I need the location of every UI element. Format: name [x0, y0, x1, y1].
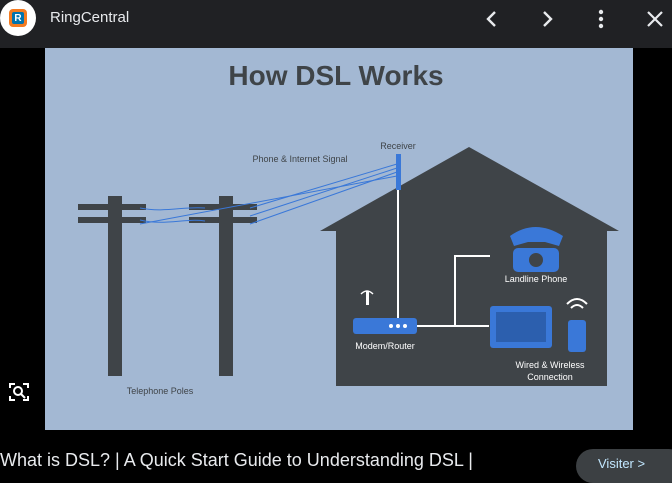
telephone-pole-left	[78, 196, 146, 376]
dsl-diagram: How DSL Works Telephone Poles Phone & In…	[78, 60, 619, 396]
diagram-title: How DSL Works	[228, 60, 443, 91]
phone-device	[568, 320, 586, 352]
close-icon	[647, 11, 663, 27]
label-wired-line2: Connection	[527, 372, 573, 382]
label-wired-line1: Wired & Wireless	[515, 360, 585, 370]
visit-button[interactable]: Visiter >	[576, 449, 672, 483]
receiver-antenna	[396, 154, 401, 190]
label-landline: Landline Phone	[505, 274, 568, 284]
more-vert-icon	[598, 9, 604, 29]
back-button[interactable]	[477, 6, 507, 32]
image-caption-link[interactable]: What is DSL? | A Quick Start Guide to Un…	[0, 450, 473, 470]
chevron-left-icon	[486, 11, 496, 27]
lens-search-icon	[9, 383, 29, 401]
signal-lines	[139, 163, 398, 225]
dsl-diagram-image[interactable]: How DSL Works Telephone Poles Phone & In…	[45, 48, 633, 430]
wifi-symbol	[566, 298, 588, 309]
source-title: RingCentral	[50, 9, 130, 26]
lens-search-button[interactable]	[7, 380, 31, 404]
close-button[interactable]	[640, 6, 670, 32]
landline-phone	[510, 227, 563, 272]
logo-letter: R	[12, 12, 24, 24]
top-bar: R RingCentral	[0, 0, 672, 48]
label-telephone-poles: Telephone Poles	[127, 386, 194, 396]
label-modem: Modem/Router	[355, 341, 415, 351]
more-options-button[interactable]	[586, 6, 616, 32]
modem-router	[353, 318, 417, 334]
caption-row: What is DSL? | A Quick Start Guide to Un…	[0, 440, 672, 483]
label-signal: Phone & Internet Signal	[252, 154, 347, 164]
telephone-pole-right	[189, 196, 257, 376]
label-receiver: Receiver	[380, 141, 416, 151]
logo-mark: R	[9, 9, 27, 27]
chevron-right-icon	[543, 11, 553, 27]
ringcentral-logo: R	[0, 0, 36, 36]
forward-button[interactable]	[532, 6, 562, 32]
